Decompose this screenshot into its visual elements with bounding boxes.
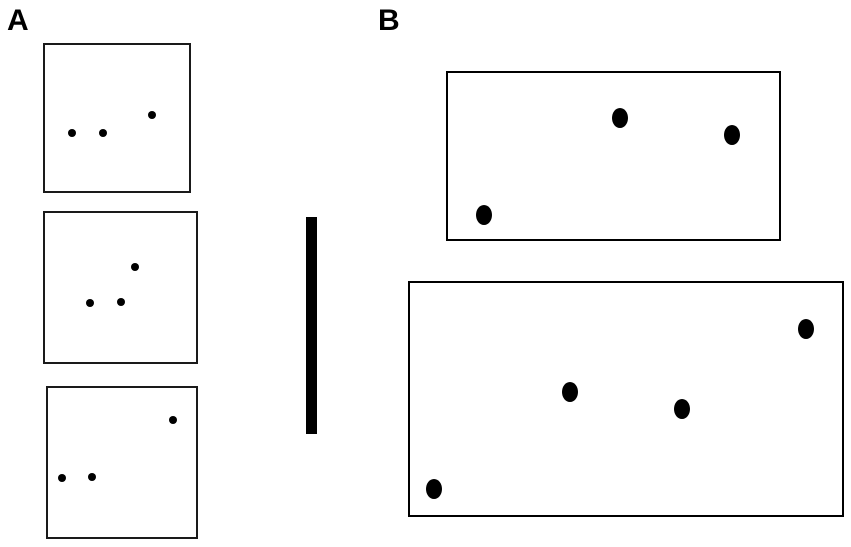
divider-bar [306,217,317,434]
dot [99,129,107,137]
dot [58,474,66,482]
panel-b-frame-2 [408,281,844,517]
dot [674,399,690,419]
dot [612,108,628,128]
dot [724,125,740,145]
dot [169,416,177,424]
panel-a-frame-3 [46,386,198,539]
dot [131,263,139,271]
dot [562,382,578,402]
dot [476,205,492,225]
dot [68,129,76,137]
panel-label-b: B [378,4,400,37]
dot [86,299,94,307]
panel-a-frame-2 [43,211,198,364]
dot [798,319,814,339]
panel-a-frame-1 [43,43,191,193]
panel-label-a: A [7,4,29,37]
panel-b-frame-1 [446,71,781,241]
dot [426,479,442,499]
dot [88,473,96,481]
dot [117,298,125,306]
dot [148,111,156,119]
